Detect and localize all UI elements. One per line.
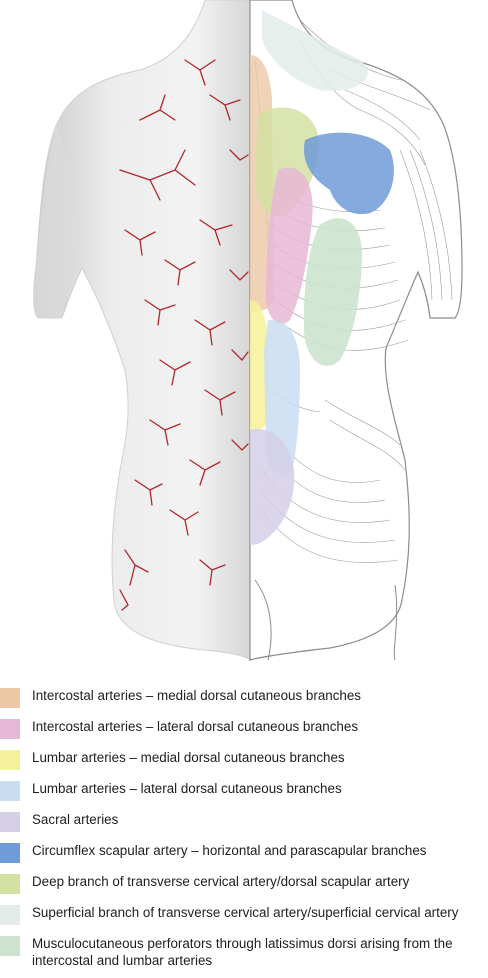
- cutaneous-vessels: [119, 59, 249, 611]
- legend-item-superficial-transverse-cervical: Superficial branch of transverse cervica…: [0, 901, 488, 932]
- legend-item-sacral: Sacral arteries: [0, 808, 488, 839]
- zone-latissimus-perforators: [303, 218, 362, 366]
- legend: Intercostal arteries – medial dorsal cut…: [0, 684, 488, 978]
- legend-label: Superficial branch of transverse cervica…: [32, 905, 459, 920]
- zone-lumbar-medial: [250, 300, 268, 432]
- zone-intercostal-lateral: [266, 167, 313, 324]
- legend-label: Lumbar arteries – lateral dorsal cutaneo…: [32, 781, 342, 796]
- legend-label: Circumflex scapular artery – horizontal …: [32, 843, 427, 858]
- legend-swatch: [0, 812, 20, 832]
- legend-label: Deep branch of transverse cervical arter…: [32, 874, 410, 889]
- skin-half-torso: [33, 0, 251, 662]
- zone-sacral: [250, 429, 295, 545]
- legend-item-intercostal-lateral: Intercostal arteries – lateral dorsal cu…: [0, 715, 488, 746]
- arm-shading: [33, 126, 82, 318]
- legend-label: Musculocutaneous perforators through lat…: [32, 936, 453, 968]
- legend-swatch: [0, 843, 20, 863]
- legend-swatch: [0, 688, 20, 708]
- legend-label: Intercostal arteries – lateral dorsal cu…: [32, 719, 359, 734]
- legend-item-latissimus-perforators: Musculocutaneous perforators through lat…: [0, 932, 488, 978]
- legend-swatch: [0, 719, 20, 739]
- legend-swatch: [0, 905, 20, 925]
- legend-swatch: [0, 781, 20, 801]
- legend-item-circumflex-scapular: Circumflex scapular artery – horizontal …: [0, 839, 488, 870]
- legend-item-intercostal-medial: Intercostal arteries – medial dorsal cut…: [0, 684, 488, 715]
- legend-label: Sacral arteries: [32, 812, 119, 827]
- legend-label: Lumbar arteries – medial dorsal cutaneou…: [32, 750, 345, 765]
- legend-item-deep-transverse-cervical: Deep branch of transverse cervical arter…: [0, 870, 488, 901]
- legend-swatch: [0, 936, 20, 956]
- legend-label: Intercostal arteries – medial dorsal cut…: [32, 688, 361, 703]
- back-anatomy-illustration: [33, 0, 463, 662]
- legend-item-lumbar-lateral: Lumbar arteries – lateral dorsal cutaneo…: [0, 777, 488, 808]
- zone-superficial-cervical: [262, 10, 368, 91]
- legend-swatch: [0, 750, 20, 770]
- legend-item-lumbar-medial: Lumbar arteries – medial dorsal cutaneou…: [0, 746, 488, 777]
- perfusion-zones: [250, 10, 394, 545]
- lower-body-outline: [254, 579, 398, 661]
- zone-circumflex-scapular: [304, 132, 394, 215]
- legend-swatch: [0, 874, 20, 894]
